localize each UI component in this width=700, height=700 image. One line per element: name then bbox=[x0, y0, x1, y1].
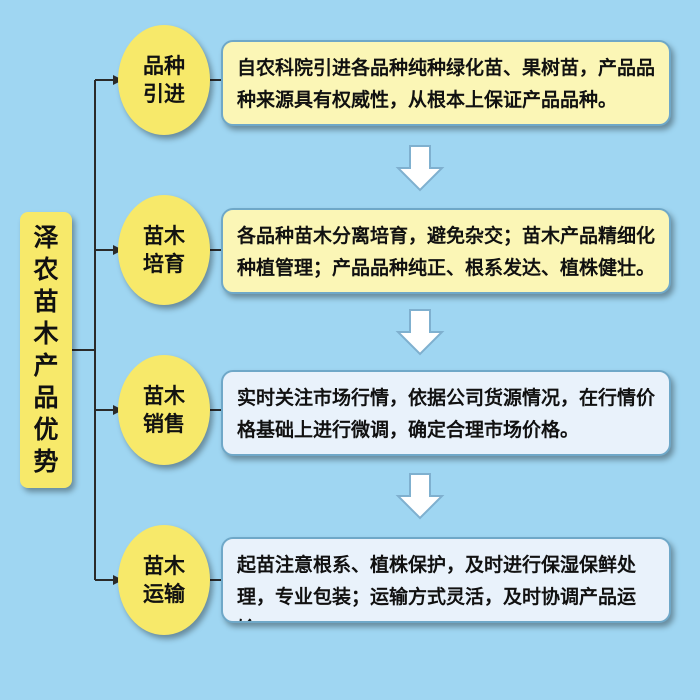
stage-description: 各品种苗木分离培育，避免杂交；苗木产品精细化种植管理；产品品种纯正、根系发达、植… bbox=[237, 225, 656, 279]
stage-label-line: 培育 bbox=[143, 252, 185, 276]
root-label-char: 苗 bbox=[33, 287, 59, 316]
down-arrow-icon-2 bbox=[395, 309, 445, 356]
stage-description-box-3: 实时关注市场行情，依据公司货源情况，在行情价格基础上进行微调，确定合理市场价格。 bbox=[221, 370, 671, 456]
stage-node-1: 品种 引进 bbox=[118, 25, 210, 135]
stage-label-line: 苗木 bbox=[143, 554, 185, 578]
stage-description-box-2: 各品种苗木分离培育，避免杂交；苗木产品精细化种植管理；产品品种纯正、根系发达、植… bbox=[221, 208, 671, 294]
root-label-char: 势 bbox=[33, 447, 59, 476]
root-label-char: 木 bbox=[33, 319, 59, 348]
stage-node-3: 苗木 销售 bbox=[118, 355, 210, 465]
stage-description-box-4: 起苗注意根系、植株保护，及时进行保湿保鲜处理，专业包装；运输方式灵活，及时协调产… bbox=[221, 537, 671, 623]
root-label-char: 农 bbox=[33, 255, 59, 284]
root-label-char: 优 bbox=[33, 415, 59, 444]
stage-description-box-1: 自农科院引进各品种纯种绿化苗、果树苗，产品品种来源具有权威性，从根本上保证产品品… bbox=[221, 40, 671, 126]
stage-label-line: 引进 bbox=[143, 82, 185, 106]
stage-label-line: 销售 bbox=[143, 412, 185, 436]
stage-label-line: 运输 bbox=[143, 582, 185, 606]
down-arrow-icon-3 bbox=[395, 473, 445, 520]
stage-description: 起苗注意根系、植株保护，及时进行保湿保鲜处理，专业包装；运输方式灵活，及时协调产… bbox=[237, 554, 637, 621]
root-label-char: 产 bbox=[33, 351, 59, 380]
down-arrow-icon-1 bbox=[395, 145, 445, 192]
root-label-char: 泽 bbox=[33, 223, 59, 252]
stage-node-4: 苗木 运输 bbox=[118, 525, 210, 635]
stage-description: 自农科院引进各品种纯种绿化苗、果树苗，产品品种来源具有权威性，从根本上保证产品品… bbox=[237, 57, 656, 111]
stage-description: 实时关注市场行情，依据公司货源情况，在行情价格基础上进行微调，确定合理市场价格。 bbox=[237, 387, 656, 441]
stage-label-line: 苗木 bbox=[143, 224, 185, 248]
stage-label-line: 苗木 bbox=[143, 384, 185, 408]
root-node: 泽 农 苗 木 产 品 优 势 bbox=[20, 212, 72, 488]
stage-label-line: 品种 bbox=[143, 54, 185, 78]
stage-node-2: 苗木 培育 bbox=[118, 195, 210, 305]
root-label-char: 品 bbox=[33, 383, 59, 412]
